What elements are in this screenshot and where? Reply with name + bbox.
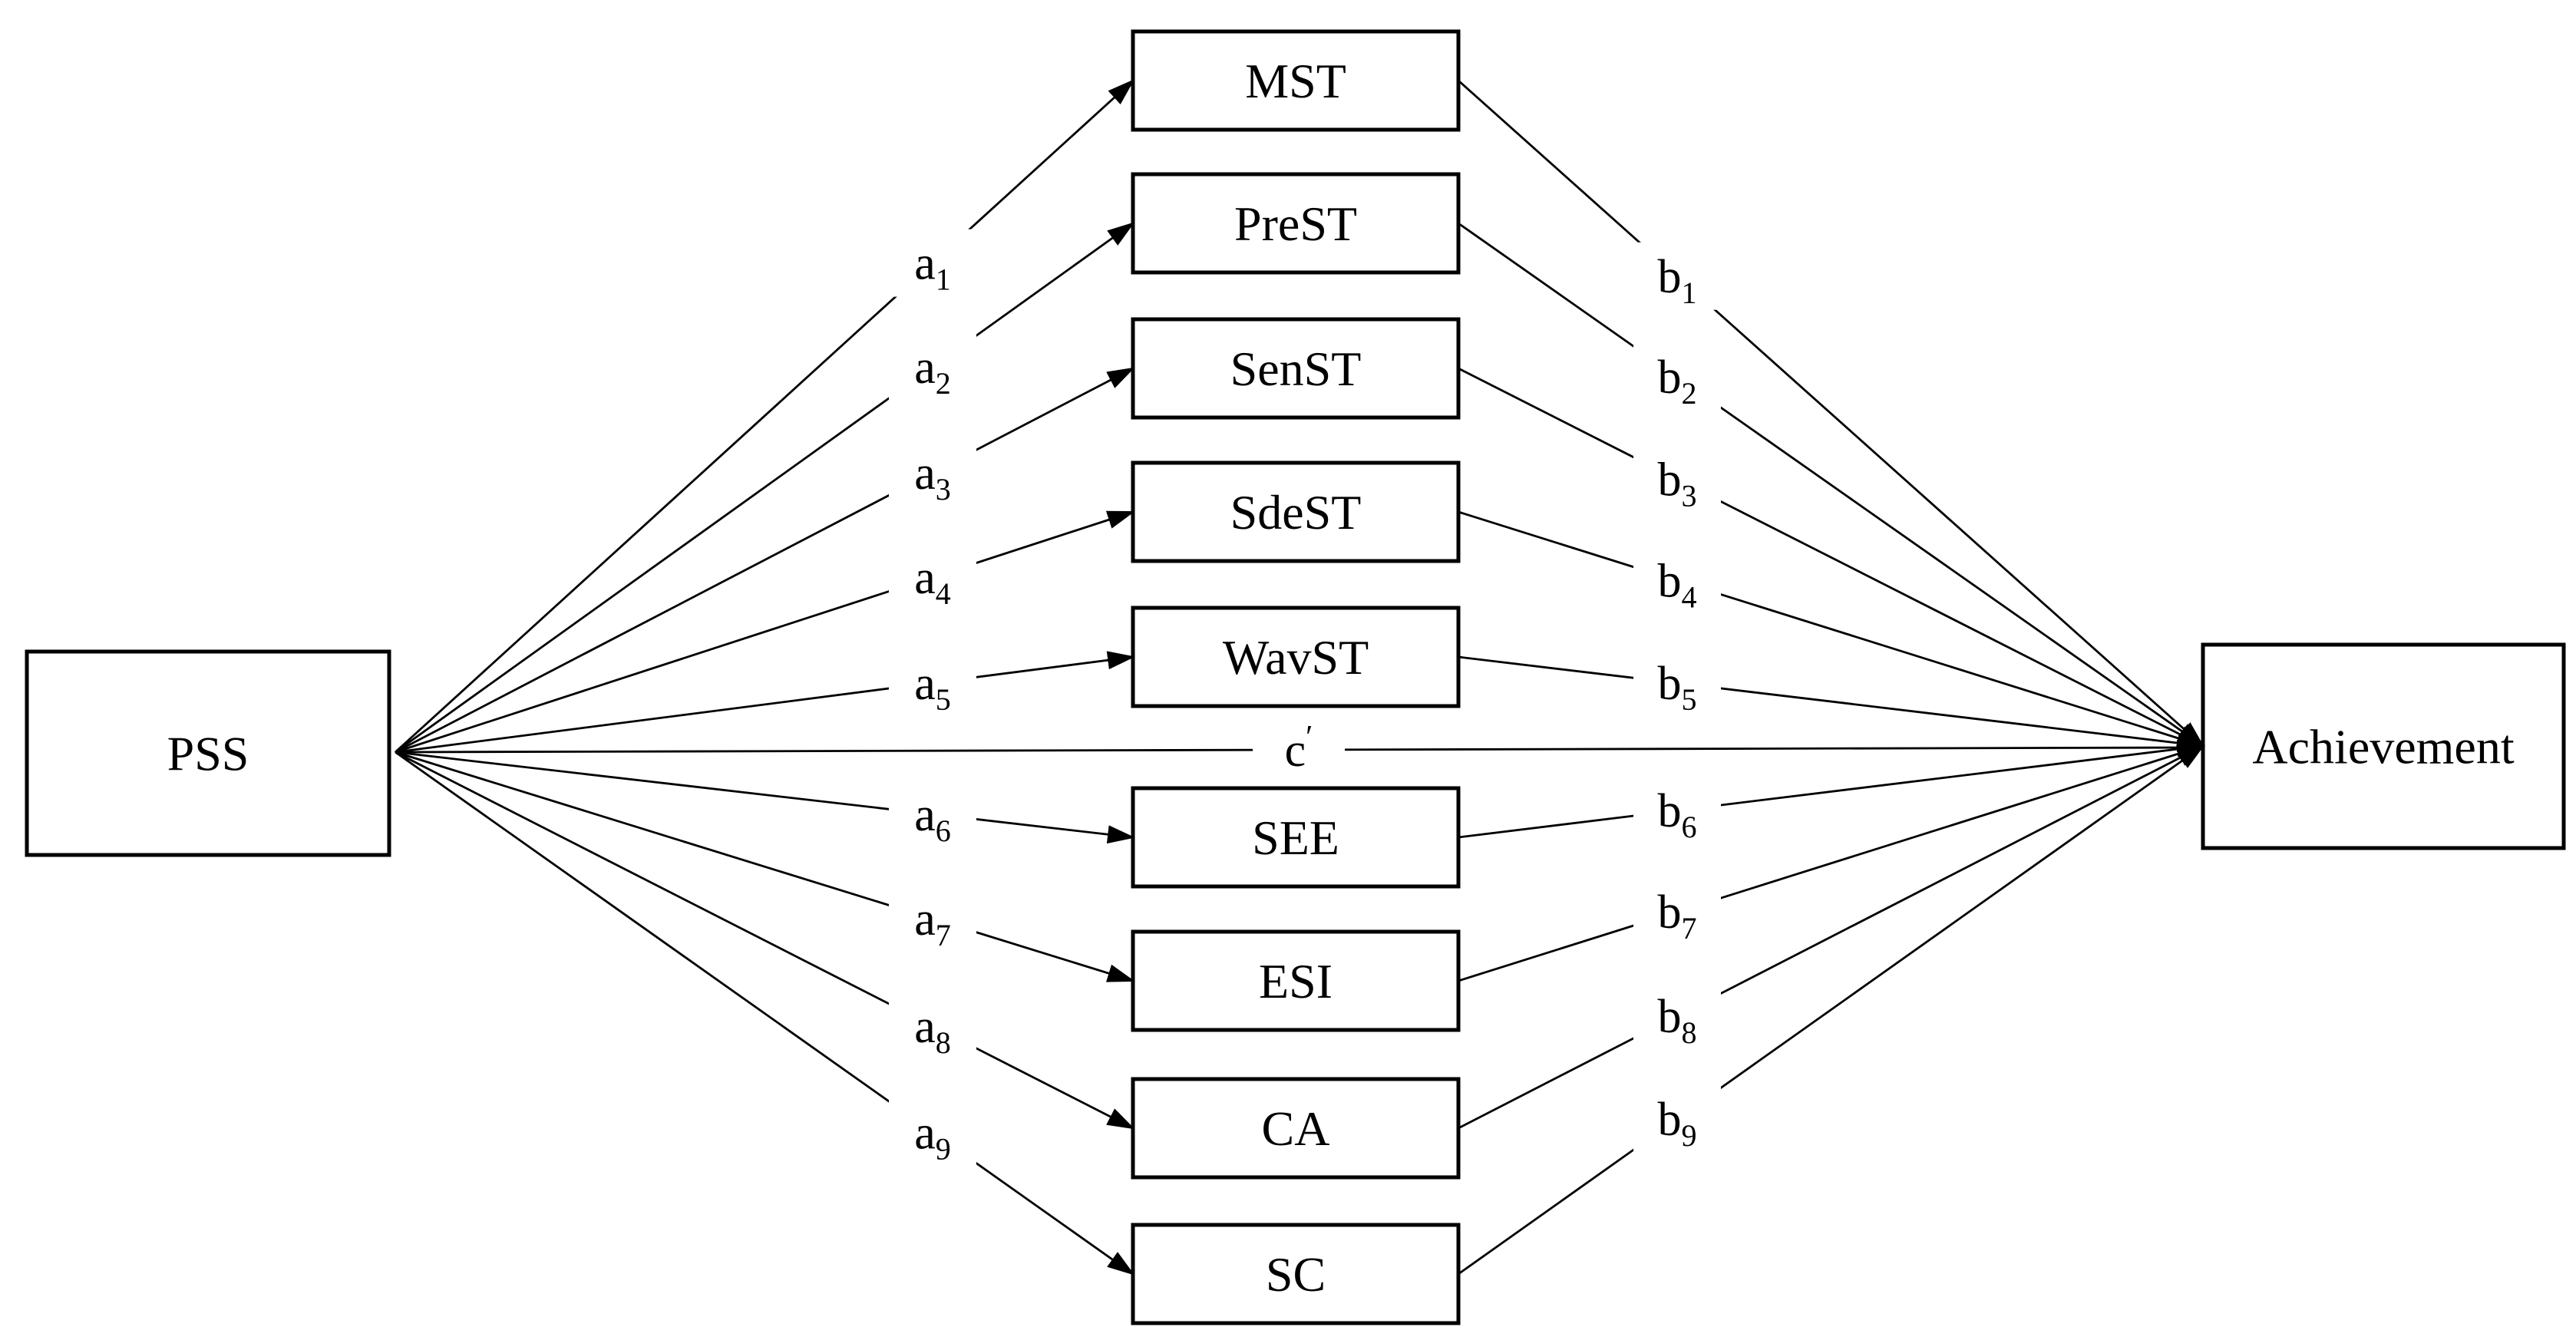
label-bg-a3 — [889, 438, 976, 507]
edge-b7 — [1458, 744, 2205, 982]
path-label-b6: b6 — [1658, 785, 1697, 844]
node-box-senst — [1131, 317, 1461, 420]
path-labels-layer: a1 b1 a2 b2 a3 b3 a4 b4 a5 b5 a6 b6 a7 b7 a8 b8 a9 b9 c′ — [889, 229, 1721, 1167]
path-label-a2: a2 — [914, 342, 951, 401]
node-label-senst: SenST — [1230, 342, 1362, 396]
edge-a9 — [395, 751, 1135, 1276]
node-label-see: SEE — [1252, 810, 1339, 865]
edge-a3 — [395, 367, 1135, 754]
label-bg-a5 — [889, 649, 976, 717]
label-bg-b9 — [1633, 1084, 1721, 1153]
edge-b1 — [1458, 79, 2205, 748]
edge-a7 — [395, 751, 1135, 982]
label-bg-a2 — [889, 333, 976, 401]
node-label-wavst: WavST — [1223, 630, 1369, 685]
edge-b4 — [1458, 510, 2205, 748]
edge-a5 — [395, 651, 1135, 754]
node-label-achievement: Achievement — [2252, 719, 2514, 774]
label-bg-a8 — [889, 992, 976, 1060]
edges-layer — [395, 78, 2205, 1276]
label-bg-b6 — [1633, 777, 1721, 845]
node-label-mst: MST — [1245, 54, 1346, 108]
path-label-a5: a5 — [914, 658, 951, 717]
node-box-wavst — [1131, 606, 1461, 708]
path-label-a3: a3 — [914, 447, 951, 507]
label-bg-a4 — [889, 543, 976, 612]
path-label-a9: a9 — [914, 1107, 951, 1166]
path-label-b1: b1 — [1658, 251, 1697, 310]
path-label-b7: b7 — [1658, 886, 1697, 946]
path-label-b9: b9 — [1658, 1094, 1697, 1153]
path-label-a8: a8 — [914, 1001, 951, 1060]
path-label-a6: a6 — [914, 789, 951, 848]
node-box-pss — [25, 649, 391, 857]
label-bg-b1 — [1633, 242, 1721, 310]
nodes-layer: PSS Achievement MST PreST SenST SdeST WavST SEE… — [25, 29, 2566, 1325]
edge-a1 — [395, 78, 1135, 754]
path-label-b2: b2 — [1658, 352, 1697, 411]
edge-a6 — [395, 751, 1135, 844]
node-label-pss: PSS — [167, 726, 249, 781]
edge-a2 — [395, 222, 1135, 754]
node-label-esi: ESI — [1259, 954, 1333, 1008]
path-label-b3: b3 — [1658, 454, 1697, 513]
edge-b2 — [1458, 222, 2205, 748]
edge-a4 — [395, 510, 1135, 754]
label-bg-c-direct — [1253, 716, 1345, 784]
path-label-a4: a4 — [914, 552, 951, 611]
node-label-prest: PreST — [1234, 196, 1357, 251]
edge-a8 — [395, 751, 1135, 1130]
label-bg-b2 — [1633, 343, 1721, 411]
edge-b5 — [1458, 655, 2205, 752]
label-bg-b4 — [1633, 546, 1721, 615]
edge-b6 — [1458, 740, 2205, 839]
node-box-mst — [1131, 29, 1461, 132]
path-label-b8: b8 — [1658, 991, 1697, 1050]
label-bg-a7 — [889, 885, 976, 953]
path-label-a7: a7 — [914, 893, 951, 952]
label-bg-b8 — [1633, 982, 1721, 1050]
label-bg-b5 — [1633, 649, 1721, 718]
edge-b8 — [1458, 744, 2205, 1130]
edge-b3 — [1458, 367, 2205, 748]
label-bg-a9 — [889, 1098, 976, 1167]
label-bg-a6 — [889, 780, 976, 848]
label-bg-b3 — [1633, 445, 1721, 513]
path-label-a1: a1 — [914, 238, 951, 297]
path-label-c-direct: c′ — [1285, 720, 1313, 777]
node-box-achievement — [2201, 642, 2566, 850]
node-label-sdest: SdeST — [1230, 485, 1362, 540]
label-bg-b7 — [1633, 878, 1721, 946]
edge-b9 — [1458, 744, 2205, 1276]
path-label-b5: b5 — [1658, 658, 1697, 717]
path-label-b4: b4 — [1658, 556, 1697, 615]
node-label-sc: SC — [1266, 1247, 1326, 1302]
label-bg-a1 — [889, 229, 976, 297]
node-label-ca: CA — [1262, 1101, 1330, 1156]
node-box-ca — [1131, 1077, 1461, 1180]
